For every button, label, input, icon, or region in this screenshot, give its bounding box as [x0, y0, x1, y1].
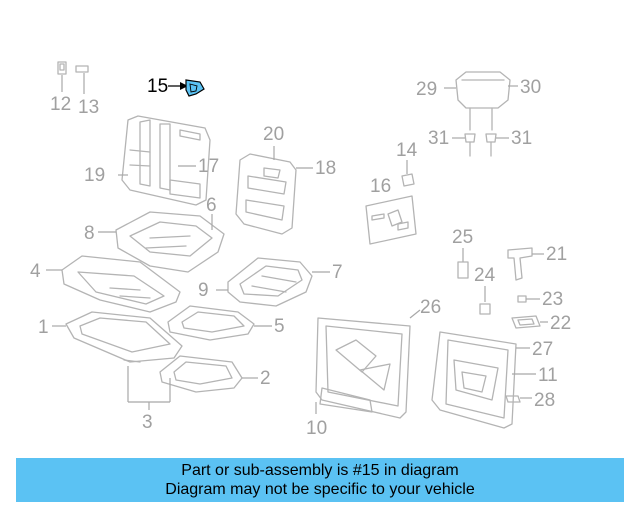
part-25-clip: 25: [452, 227, 473, 279]
callout-4: 4: [30, 261, 41, 282]
callout-14: 14: [396, 140, 418, 161]
callout-2: 2: [260, 368, 271, 389]
part-26-10-panel: 10 26: [306, 297, 441, 439]
part-9-7-cushion: 9 7: [198, 257, 343, 307]
part-15-group: 15: [147, 76, 205, 97]
callout-6: 6: [206, 195, 217, 216]
callout-5: 5: [274, 316, 285, 337]
callout-23: 23: [542, 289, 563, 310]
part-31-guides: 31 31: [428, 128, 532, 157]
callout-20: 20: [263, 124, 284, 145]
callout-26: 26: [420, 297, 441, 318]
part-16-kit: 16: [365, 176, 417, 245]
callout-9: 9: [198, 280, 209, 301]
banner-line-2: Diagram may not be specific to your vehi…: [165, 481, 475, 498]
part-15-highlight: [185, 79, 205, 97]
callout-3: 3: [142, 412, 153, 433]
callout-7: 7: [332, 262, 343, 283]
callout-16: 16: [370, 176, 391, 197]
callout-28: 28: [534, 390, 555, 411]
part-2-pan: 2: [159, 355, 271, 393]
callout-27: 27: [532, 339, 553, 360]
callout-11: 11: [538, 365, 558, 386]
callout-3-bracket: 3: [127, 366, 171, 433]
callout-21: 21: [546, 244, 567, 265]
callout-22: 22: [550, 313, 571, 334]
callout-31-left: 31: [428, 128, 449, 149]
info-banner: Part or sub-assembly is #15 in diagram D…: [16, 458, 624, 502]
part-14-clip: 14: [396, 140, 418, 187]
part-20-18-seatback: 20 18: [235, 124, 336, 235]
callout-15: 15: [147, 76, 168, 97]
part-24-cap: 24: [474, 265, 496, 315]
part-22-bezel: 22: [511, 313, 571, 334]
callout-8: 8: [84, 223, 95, 244]
part-8-6-cushion: 8 6: [84, 195, 225, 273]
callout-30: 30: [520, 77, 541, 98]
part-28-fastener: 28: [505, 390, 555, 411]
part-19-17-seatback: 19 17: [84, 115, 219, 206]
part-5-pan: 5: [167, 305, 285, 341]
part-21-strap: 21: [507, 244, 567, 281]
part-1-pan: 1: [38, 311, 183, 363]
banner-line-1: Part or sub-assembly is #15 in diagram: [181, 462, 459, 479]
part-23-pin: 23: [517, 289, 563, 310]
callout-25: 25: [452, 227, 473, 248]
part-4-frame: 4: [30, 255, 181, 313]
callout-12: 12: [50, 94, 71, 115]
callout-17: 17: [198, 156, 219, 177]
callout-31-right: 31: [511, 128, 532, 149]
callout-10: 10: [306, 418, 327, 439]
callout-24: 24: [474, 265, 496, 286]
part-29-30-headrest: 29 30: [416, 71, 541, 131]
part-12-13-group: 12 13: [50, 61, 99, 118]
callout-13: 13: [78, 97, 99, 118]
part-27-11-panel: 27 11: [431, 331, 558, 429]
callout-18: 18: [315, 158, 336, 179]
callout-29: 29: [416, 79, 437, 100]
callout-19: 19: [84, 165, 105, 186]
callout-1: 1: [38, 317, 49, 338]
